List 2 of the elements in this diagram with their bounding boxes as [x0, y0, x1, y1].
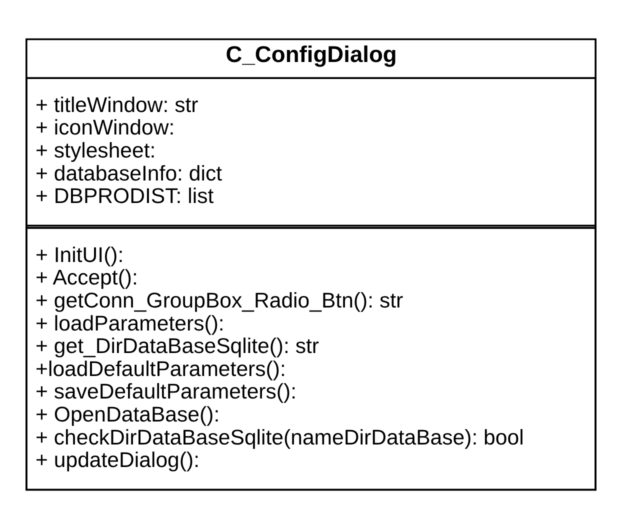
node-box: + InitUI(): + Accept(): + getConn_GroupBox_Radio_Btn(): str + loadParameters(): + get_DirDataBaseSqlite(): str +loadDefaultParameters(): + saveDefaultParameters(): + OpenDataBase(): + checkDirDataBaseSqlite(nameDirDataBase): bool + updateDialog():	[26, 227, 596, 491]
node-box: + titleWindow: str + iconWindow: + stylesheet: + databaseInfo: dict + DBPRODIST: list	[26, 77, 596, 227]
